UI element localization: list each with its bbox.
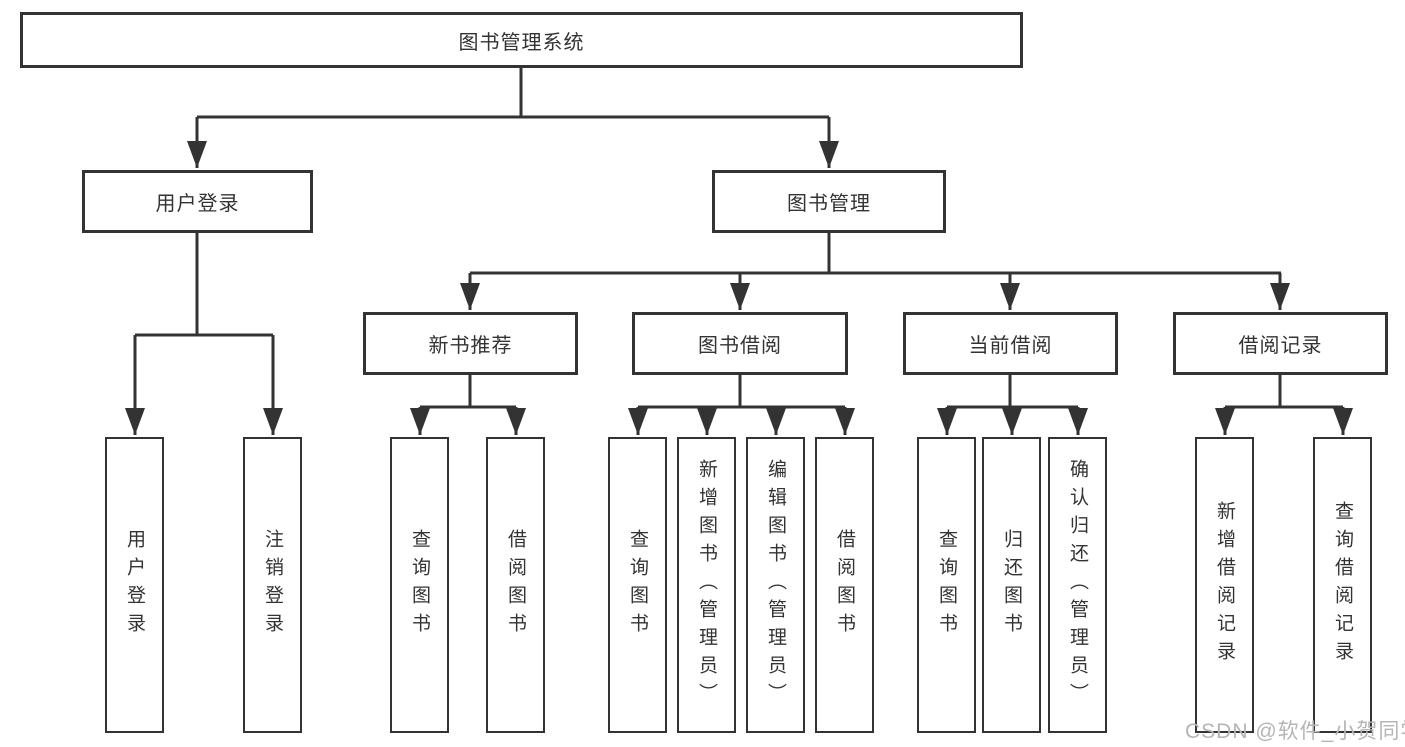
node-current-borrowing: 当前借阅 bbox=[903, 312, 1118, 375]
node-book-management: 图书管理 bbox=[712, 170, 946, 233]
leaf-confirm-return-admin: 确认归还（管理员） bbox=[1048, 437, 1107, 733]
leaf-add-books-admin: 新增图书（管理员） bbox=[677, 437, 736, 733]
leaf-label: 新增图书（管理员） bbox=[696, 459, 717, 711]
leaf-label: 借阅图书 bbox=[834, 529, 855, 641]
leaf-query-books-recommend: 查询图书 bbox=[390, 437, 449, 733]
leaf-label: 注销登录 bbox=[262, 529, 283, 641]
leaf-label: 查询图书 bbox=[936, 529, 957, 641]
leaf-query-books-current: 查询图书 bbox=[917, 437, 976, 733]
node-library-management-system: 图书管理系统 bbox=[20, 12, 1023, 68]
node-borrowing-records: 借阅记录 bbox=[1173, 312, 1388, 375]
leaf-label: 归还图书 bbox=[1001, 529, 1022, 641]
leaf-return-books: 归还图书 bbox=[982, 437, 1041, 733]
leaf-label: 查询图书 bbox=[409, 529, 430, 641]
node-user-login: 用户登录 bbox=[82, 170, 313, 233]
leaf-add-borrow-record: 新增借阅记录 bbox=[1195, 437, 1254, 733]
leaf-edit-books-admin: 编辑图书（管理员） bbox=[746, 437, 805, 733]
node-book-borrowing: 图书借阅 bbox=[632, 312, 848, 375]
leaf-user-login: 用户登录 bbox=[105, 437, 164, 733]
csdn-watermark: CSDN @软件_小贺同学 bbox=[1185, 720, 1405, 743]
leaf-logout: 注销登录 bbox=[243, 437, 302, 733]
leaf-label: 确认归还（管理员） bbox=[1067, 459, 1088, 711]
leaf-label: 新增借阅记录 bbox=[1214, 501, 1235, 669]
leaf-label: 借阅图书 bbox=[505, 529, 526, 641]
node-new-book-recommendation: 新书推荐 bbox=[363, 312, 578, 375]
leaf-label: 查询借阅记录 bbox=[1332, 501, 1353, 669]
leaf-label: 查询图书 bbox=[627, 529, 648, 641]
leaf-query-borrow-record: 查询借阅记录 bbox=[1313, 437, 1372, 733]
leaf-borrow-books-recommend: 借阅图书 bbox=[486, 437, 545, 733]
leaf-label: 编辑图书（管理员） bbox=[765, 459, 786, 711]
leaf-borrow-books: 借阅图书 bbox=[815, 437, 874, 733]
leaf-label: 用户登录 bbox=[124, 529, 145, 641]
leaf-query-books-borrow: 查询图书 bbox=[608, 437, 667, 733]
